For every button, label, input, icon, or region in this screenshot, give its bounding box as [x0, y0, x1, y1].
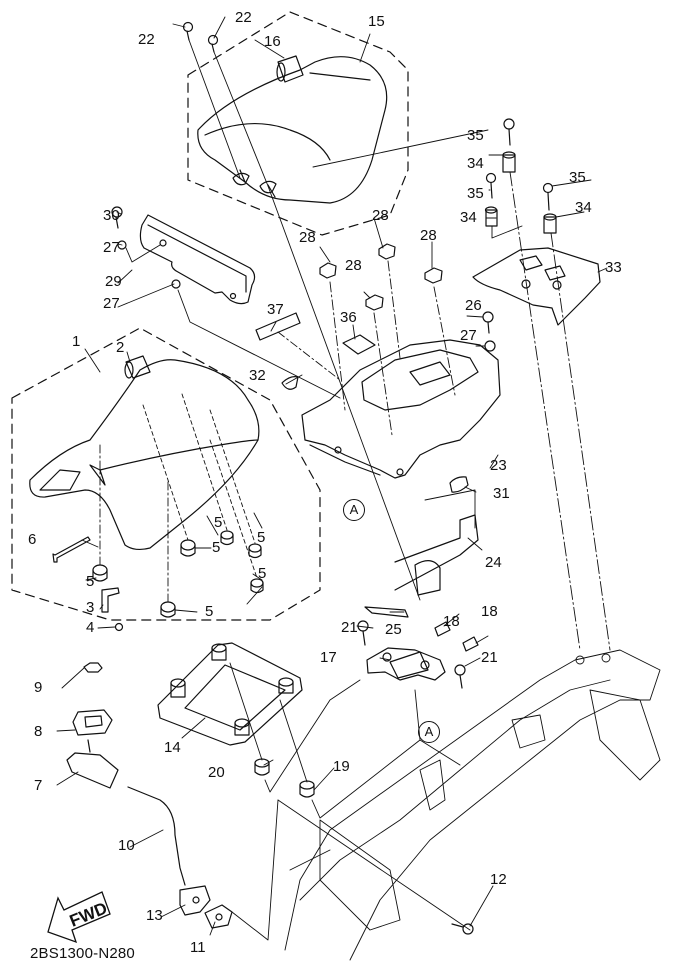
fwd-label: FWD [67, 899, 110, 931]
callout-18: 18 [443, 613, 460, 630]
bolts-21 [357, 620, 466, 689]
seat-bumper-2 [124, 355, 151, 379]
lock-holder-11 [204, 904, 233, 929]
callout-30: 30 [103, 207, 120, 224]
callout-28: 28 [420, 227, 437, 244]
callout-16: 16 [264, 33, 281, 50]
grommet-32 [281, 376, 299, 390]
dampers-5 [92, 393, 264, 618]
grommets-28 [319, 243, 456, 436]
callout-20: 20 [208, 764, 225, 781]
reference-mark-a: A [418, 721, 440, 743]
callout-12: 12 [490, 871, 507, 888]
callout-14: 14 [164, 739, 181, 756]
callout-26: 26 [465, 297, 482, 314]
bolt-26-collar-27 [482, 311, 496, 352]
fwd-arrow-icon [47, 891, 111, 944]
callout-5: 5 [258, 565, 267, 582]
label-37 [255, 312, 301, 341]
cover-24 [394, 489, 479, 596]
leader-lines [56, 16, 608, 936]
callout-27: 27 [103, 295, 120, 312]
forward-direction-arrow: FWD [47, 891, 111, 944]
seat-base-frame-14 [157, 642, 303, 746]
callout-28: 28 [299, 229, 316, 246]
callout-28: 28 [372, 207, 389, 224]
lock-cable-10 [127, 786, 186, 886]
callout-4: 4 [86, 619, 95, 636]
drawing-code: 2BS1300-N280 [30, 945, 135, 962]
callout-25: 25 [385, 621, 402, 638]
rider-seat [29, 359, 260, 551]
callout-2: 2 [116, 339, 125, 356]
strip-25 [364, 606, 409, 618]
callout-5: 5 [212, 539, 221, 556]
callout-34: 34 [460, 209, 477, 226]
callout-31: 31 [493, 485, 510, 502]
callout-8: 8 [34, 723, 43, 740]
seat-bumper-16 [276, 55, 304, 83]
callout-27: 27 [460, 327, 477, 344]
callout-28: 28 [345, 257, 362, 274]
callout-17: 17 [320, 649, 337, 666]
callout-15: 15 [368, 13, 385, 30]
lock-parts [66, 662, 119, 789]
callout-24: 24 [485, 554, 502, 571]
dampers-19-20 [229, 662, 421, 819]
hex-wrench-6 [52, 536, 91, 563]
callout-18: 18 [481, 603, 498, 620]
callout-9: 9 [34, 679, 43, 696]
passenger-seat-group-outline [187, 11, 409, 236]
callout-22: 22 [138, 31, 155, 48]
bolts-35-collars-34 [484, 118, 611, 651]
callout-3: 3 [86, 599, 95, 616]
callout-29: 29 [105, 273, 122, 290]
bracket-3 [101, 587, 124, 632]
callout-22: 22 [235, 9, 252, 26]
rider-seat-group-outline [11, 327, 321, 621]
callout-5: 5 [86, 573, 95, 590]
callout-10: 10 [118, 837, 135, 854]
rear-frame [284, 649, 661, 961]
callout-35: 35 [467, 127, 484, 144]
callout-23: 23 [490, 457, 507, 474]
hook-bracket-17 [366, 647, 446, 681]
callout-11: 11 [190, 939, 206, 956]
clip-nuts-18 [434, 621, 479, 652]
callout-13: 13 [146, 907, 163, 924]
callout-35: 35 [569, 169, 586, 186]
bolts-22 [182, 21, 421, 601]
grab-handle [111, 206, 341, 399]
callout-21: 21 [481, 649, 498, 666]
callout-5: 5 [214, 514, 223, 531]
callout-33: 33 [605, 259, 622, 276]
callout-37: 37 [267, 301, 284, 318]
callout-5: 5 [257, 529, 266, 546]
reference-mark-a: A [343, 499, 365, 521]
callout-19: 19 [333, 758, 350, 775]
callout-1: 1 [72, 333, 81, 350]
tray-23 [301, 339, 501, 479]
callout-5: 5 [205, 603, 214, 620]
passenger-seat [197, 56, 388, 204]
lock-lever-13 [179, 885, 211, 916]
callout-6: 6 [28, 531, 37, 548]
callout-34: 34 [467, 155, 484, 172]
label-36 [342, 334, 376, 355]
callout-36: 36 [340, 309, 357, 326]
grommet-31 [449, 476, 469, 493]
callout-7: 7 [34, 777, 43, 794]
callout-35: 35 [467, 185, 484, 202]
bolt-12 [451, 923, 474, 935]
callout-21: 21 [341, 619, 358, 636]
callout-32: 32 [249, 367, 266, 384]
callout-27: 27 [103, 239, 120, 256]
callout-34: 34 [575, 199, 592, 216]
